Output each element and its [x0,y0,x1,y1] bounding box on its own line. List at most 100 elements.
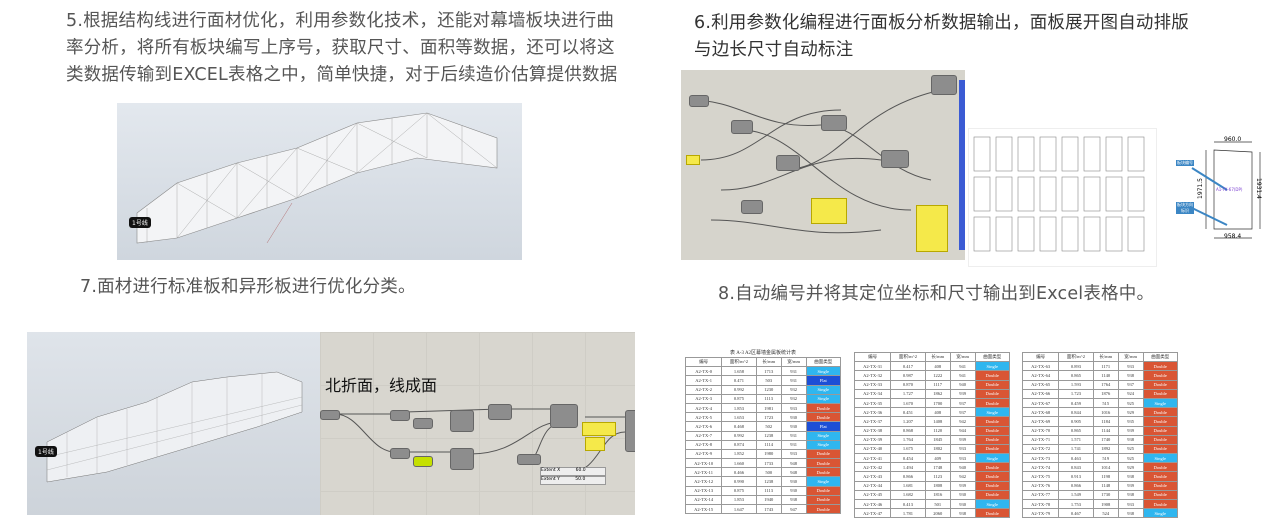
table-cell: A2-TX-1 [684,375,723,386]
panel-outline [1039,216,1057,252]
column-header: 编号 [1021,351,1060,363]
table-cell: 939 [949,388,976,399]
table-cell: A2-TX-41 [853,453,892,464]
panel-outline [1127,136,1145,172]
surface-type-cell: Double [974,489,1011,501]
surface-type-cell: Double [805,485,842,496]
table-cell: 1845 [924,434,951,445]
table-cell: 1.682 [890,489,926,501]
table-cell: A2-TX-78 [1021,498,1060,510]
table-cell: 940 [949,462,976,473]
table-cell: 0.868 [890,425,926,436]
table-cell: 931 [780,375,807,386]
table-cell: 925 [1117,443,1144,455]
table-cell: A2-TX-4 [684,402,723,414]
table-cell: A2-TX-12 [684,476,723,487]
slider-label: Extent X [541,468,561,473]
table-cell: 1740 [1092,434,1119,445]
table-cell: 940 [949,379,976,390]
table-cell: 1808 [924,480,951,491]
table-cell: 948 [780,467,807,478]
table-cell: A2-TX-3 [684,393,723,404]
table-cell: A2-TX-79 [1021,508,1060,519]
table-cell: 1723 [755,412,782,423]
table-cell: 1730 [1092,489,1119,501]
surface-type-cell: Double [974,379,1011,390]
table-cell: 925 [1117,397,1144,409]
table-cell: 1.753 [1058,498,1094,510]
table-cell: 0.905 [1058,416,1094,427]
gh-node [450,448,474,470]
table-cell: A2-TX-74 [1021,462,1060,473]
table-cell: 948 [780,458,807,469]
gh-node [931,75,957,95]
table-cell: 1876 [1092,388,1119,399]
dim-top: 960.0 [1224,136,1242,143]
gh-node [450,410,474,432]
gh-panel [585,437,605,451]
column-header: 曲面类型 [1142,351,1179,363]
table-cell: 933 [780,402,807,414]
table-cell: A2-TX-6 [684,421,723,432]
table-cell: A2-TX-68 [1021,407,1060,418]
table-cell: 1.853 [721,402,757,414]
table-cell: 0.413 [890,498,926,510]
panel-outline [995,176,1013,212]
surface-type-cell: Single [974,407,1011,418]
surface-type-cell: Single [974,498,1011,510]
table-cell: 939 [949,480,976,491]
gh-panel [582,422,616,436]
surface-type-cell: Single [1142,397,1179,409]
surface-type-cell: Single [805,439,842,450]
column-header: 编号 [853,351,892,363]
table-cell: A2-TX-38 [853,425,892,436]
table-cell: 1802 [924,443,951,455]
table-cell: 409 [924,453,951,464]
surface-type-cell: Double [1142,361,1179,372]
surface-type-cell: Double [1142,480,1179,491]
table-cell: 1.494 [890,462,926,473]
gh-node [390,410,410,421]
surface-type-cell: Double [1142,370,1179,381]
table-cell: 941 [949,361,976,372]
surface-type-cell: Double [1142,434,1179,445]
table-cell: A2-TX-15 [684,503,723,515]
table-cell: 1.571 [1058,434,1094,445]
slider-extent-x[interactable]: Extent X 60.0 [540,467,606,476]
table-cell: 0.893 [1058,361,1094,372]
table-cell: A2-TX-31 [853,361,892,372]
table-cell: 930 [780,485,807,496]
slider-value: 60.0 [575,468,586,473]
table-cell: 1700 [924,397,951,409]
table-cell: 941 [949,370,976,381]
section-6-line: 与边长尺寸自动标注 [694,40,854,60]
surface-type-cell: Flat [805,375,842,386]
table-cell: 1.764 [890,434,926,445]
model-mesh [46,371,303,483]
surface-type-cell: Double [1142,388,1179,399]
table-cell: 0.870 [890,379,926,390]
table-cell: 932 [780,393,807,404]
surface-type-cell: Double [974,416,1011,427]
section-5-line: 5.根据结构线进行面材优化，利用参数化技术，还能对幕墙板块进行曲 [66,11,615,31]
table-cell: 1140 [1092,370,1119,381]
slider-extent-y[interactable]: Extent Y 50.0 [540,476,606,485]
table-cell: 0.466 [721,467,757,478]
table-cell: 1113 [755,485,782,496]
surface-type-cell: Double [1142,379,1179,390]
surface-type-cell: Single [805,366,842,377]
table-cell: 0.451 [890,407,926,418]
